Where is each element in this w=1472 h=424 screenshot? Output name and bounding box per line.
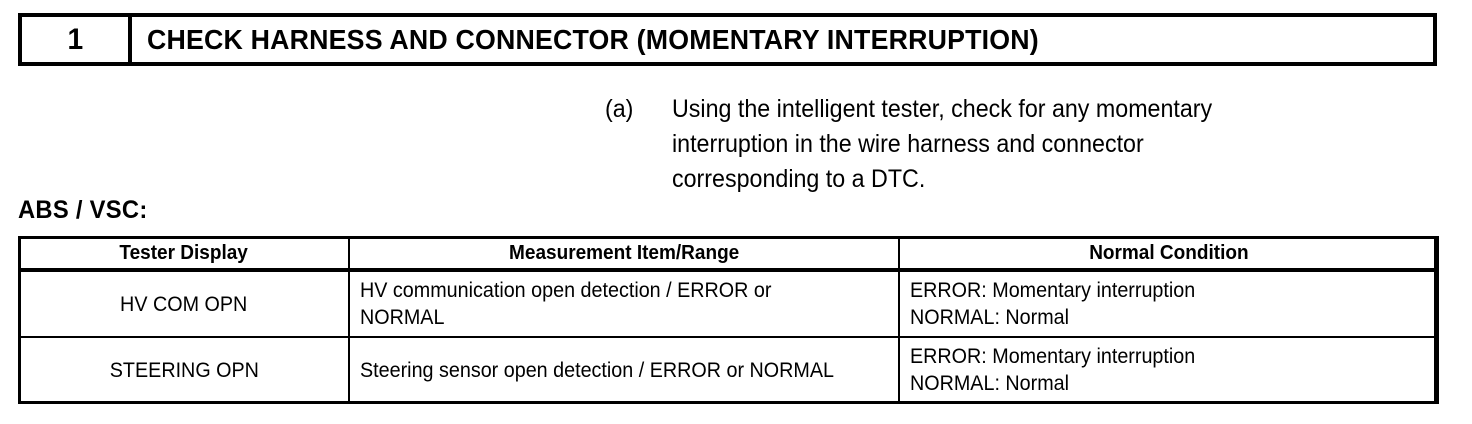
instruction-block: (a) Using the intelligent tester, check … — [605, 92, 1405, 197]
column-header-tester-display: Tester Display — [18, 236, 350, 270]
table-row: STEERING OPN Steering sensor open detect… — [18, 336, 1439, 404]
measurement-line-1: Steering sensor open detection / ERROR o… — [360, 358, 834, 382]
tester-spec-table: Tester Display Measurement Item/Range No… — [18, 236, 1439, 404]
table-header: Tester Display Measurement Item/Range No… — [18, 236, 1439, 271]
normal-line-1: ERROR: Momentary interruption — [910, 279, 1196, 302]
measurement-line-2: NORMAL — [360, 306, 445, 329]
tester-display-value: STEERING OPN — [109, 358, 259, 382]
measurement-line-1: HV communication open detection / ERROR … — [360, 279, 772, 302]
normal-condition-value: ERROR: Momentary interruption NORMAL: No… — [910, 277, 1195, 331]
instruction-line-2: interruption in the wire harness and con… — [672, 130, 1144, 158]
cell-normal-condition: ERROR: Momentary interruption NORMAL: No… — [898, 270, 1439, 338]
measurement-item-value: Steering sensor open detection / ERROR o… — [360, 357, 834, 384]
normal-line-2: NORMAL: Normal — [910, 372, 1070, 395]
cell-tester-display: HV COM OPN — [18, 270, 350, 338]
column-header-measurement-item-range: Measurement Item/Range — [348, 236, 900, 270]
column-header-normal-condition: Normal Condition — [898, 236, 1439, 270]
instruction-line-3: corresponding to a DTC. — [672, 165, 926, 193]
header-rule-cell-1 — [19, 268, 349, 271]
instruction-line-1: Using the intelligent tester, check for … — [672, 95, 1213, 123]
normal-condition-value: ERROR: Momentary interruption NORMAL: No… — [910, 343, 1195, 397]
instruction-marker: (a) — [605, 95, 634, 123]
table-header-rule — [19, 268, 1438, 271]
instruction-text: Using the intelligent tester, check for … — [672, 92, 1354, 197]
cell-measurement-item: Steering sensor open detection / ERROR o… — [348, 336, 900, 404]
header-rule-cell-3 — [899, 268, 1438, 271]
step-header-bar: 1 CHECK HARNESS AND CONNECTOR (MOMENTARY… — [18, 13, 1437, 66]
measurement-item-value: HV communication open detection / ERROR … — [360, 277, 771, 331]
section-label: ABS / VSC: — [18, 196, 148, 224]
table-row: HV COM OPN HV communication open detecti… — [18, 270, 1439, 338]
cell-normal-condition: ERROR: Momentary interruption NORMAL: No… — [898, 336, 1439, 404]
table-header-row: Tester Display Measurement Item/Range No… — [18, 236, 1439, 270]
cell-measurement-item: HV communication open detection / ERROR … — [348, 270, 900, 338]
cell-tester-display: STEERING OPN — [18, 336, 350, 404]
header-rule-cell-2 — [349, 268, 899, 271]
step-title-cell: CHECK HARNESS AND CONNECTOR (MOMENTARY I… — [132, 17, 1433, 62]
step-title: CHECK HARNESS AND CONNECTOR (MOMENTARY I… — [147, 23, 1039, 55]
step-number: 1 — [67, 22, 83, 56]
tester-display-value: HV COM OPN — [120, 292, 248, 316]
step-number-cell: 1 — [22, 17, 132, 62]
normal-line-1: ERROR: Momentary interruption — [910, 345, 1196, 368]
table-body: HV COM OPN HV communication open detecti… — [18, 270, 1439, 404]
normal-line-2: NORMAL: Normal — [910, 306, 1070, 329]
